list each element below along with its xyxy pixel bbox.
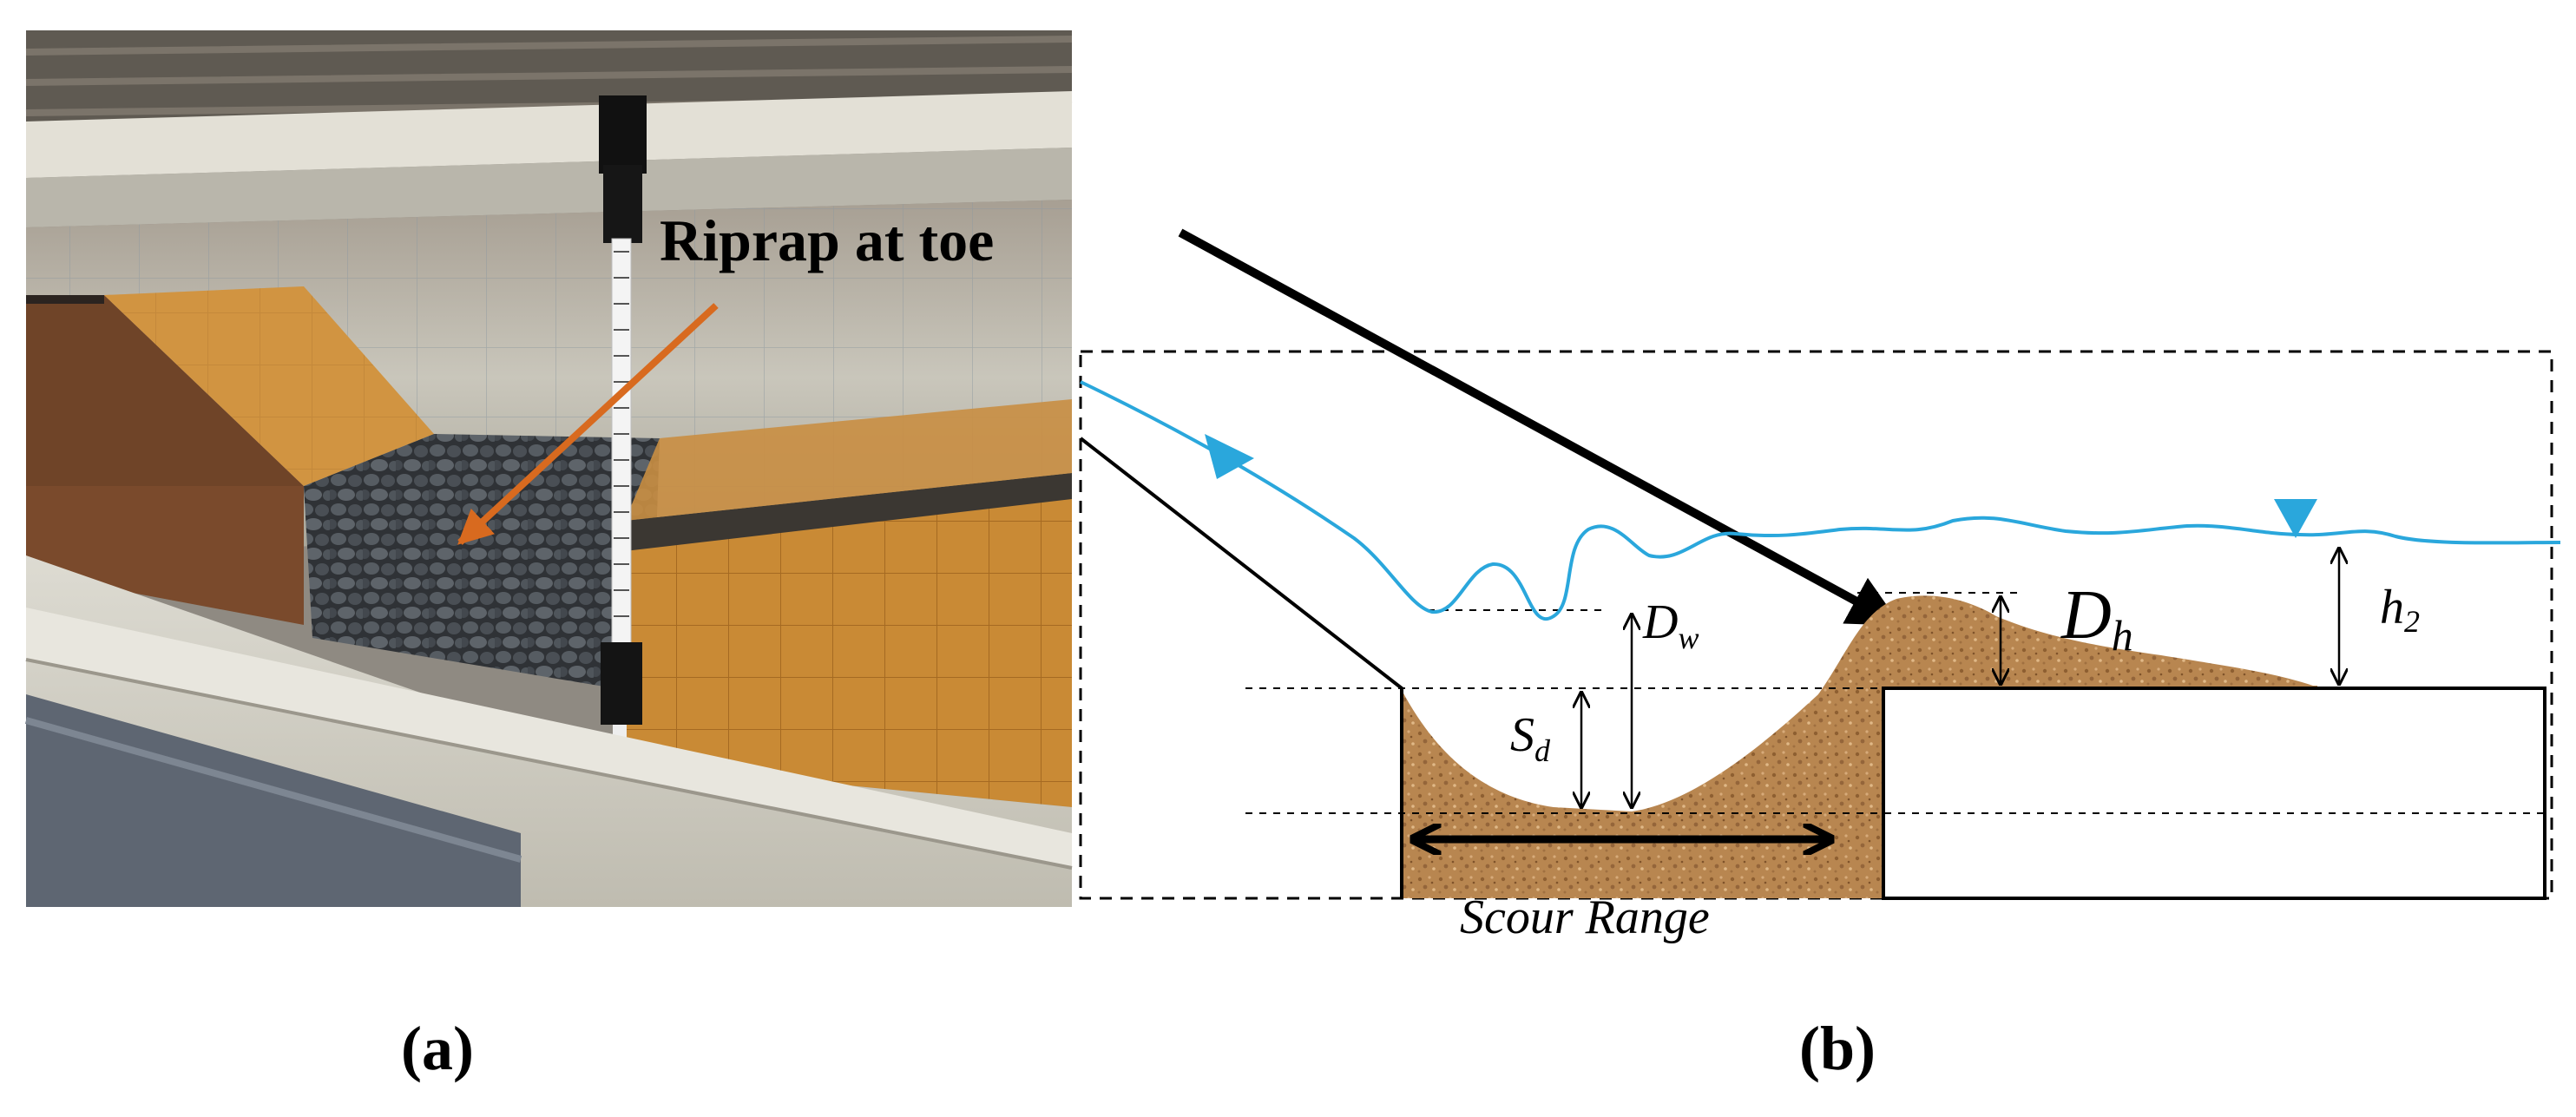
water-surface xyxy=(1080,380,2561,621)
dh-symbol: Dh xyxy=(2060,577,2133,660)
scour-range-label: Scour Range xyxy=(1460,890,1710,944)
panel-b-label: (b) xyxy=(1799,1014,1876,1083)
link-arrow xyxy=(1178,228,1902,627)
panel-a-label: (a) xyxy=(401,1014,474,1083)
riprap-annotation-label: Riprap at toe xyxy=(660,207,994,273)
sd-symbol: Sd xyxy=(1510,708,1551,768)
riprap-stones xyxy=(304,434,660,694)
tape-holder-bottom xyxy=(601,642,642,725)
downstream-block xyxy=(625,473,1072,807)
dw-symbol: Dw xyxy=(1642,595,1699,655)
tape-holder-top xyxy=(599,95,647,174)
slope-line xyxy=(1079,437,1403,898)
slope-wood-block xyxy=(26,295,304,625)
riprap-pointer-arrow xyxy=(457,303,719,545)
water-level-marker-downstream xyxy=(2274,499,2317,538)
photo-panel: Riprap at toe xyxy=(24,30,1073,907)
measuring-tape xyxy=(611,238,632,647)
pipe xyxy=(26,694,521,907)
downstream-apron xyxy=(1882,687,2546,900)
schematic-panel: Dw Sd Dh h2 Scour Range xyxy=(1079,350,2561,944)
h2-symbol: h2 xyxy=(2380,581,2420,639)
water-level-marker-upstream xyxy=(1205,434,1254,479)
flume-top-rail xyxy=(26,91,1072,178)
scour-sediment xyxy=(1402,638,1883,898)
deposition-mound xyxy=(1818,595,2313,694)
